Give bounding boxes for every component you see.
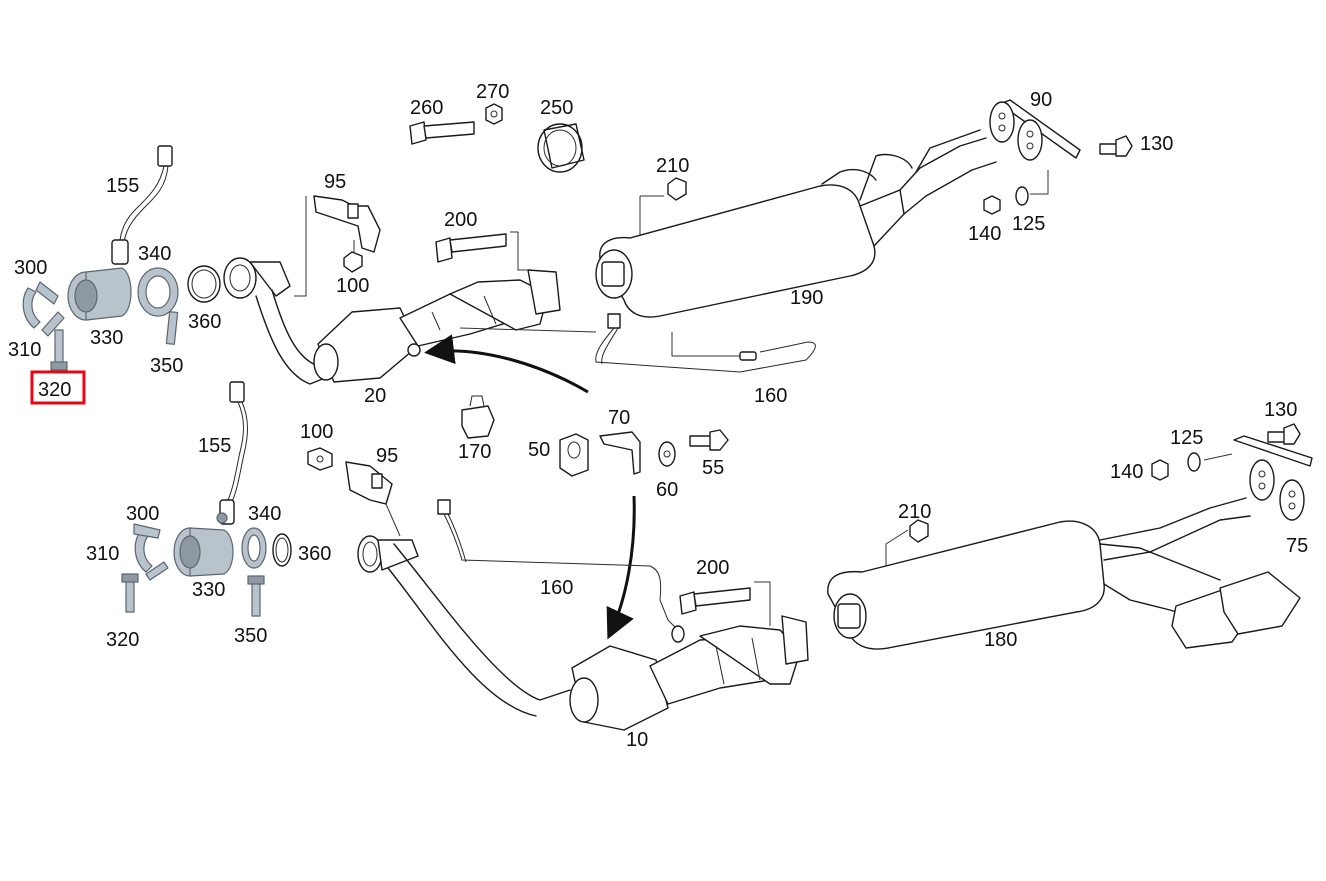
clamp-300-bottom[interactable] xyxy=(133,523,169,581)
label-330-top[interactable]: 330 xyxy=(90,327,123,349)
washer-60[interactable] xyxy=(658,441,676,467)
label-350-top[interactable]: 350 xyxy=(150,355,183,377)
hanger-90-top[interactable] xyxy=(989,99,1081,161)
label-340-top[interactable]: 340 xyxy=(138,243,171,265)
nut-270[interactable] xyxy=(485,103,503,125)
label-125-bottom[interactable]: 125 xyxy=(1170,427,1203,449)
label-310-bottom[interactable]: 310 xyxy=(86,543,119,565)
bracket-70[interactable] xyxy=(599,431,641,475)
sensor-cable-160-top[interactable] xyxy=(459,313,816,373)
muffler-180[interactable] xyxy=(827,497,1301,650)
arrow-top xyxy=(424,334,589,394)
label-210-bottom[interactable]: 210 xyxy=(898,501,931,523)
label-75[interactable]: 75 xyxy=(1286,535,1308,557)
hanger-75[interactable] xyxy=(1233,435,1313,521)
gasket-360-bottom[interactable] xyxy=(272,533,292,567)
catalytic-converter-20[interactable] xyxy=(223,257,561,385)
label-130-bottom[interactable]: 130 xyxy=(1264,399,1297,421)
rubber-mount-50[interactable] xyxy=(559,433,589,477)
label-170[interactable]: 170 xyxy=(458,441,491,463)
label-10[interactable]: 10 xyxy=(626,729,648,751)
label-210-top[interactable]: 210 xyxy=(656,155,689,177)
label-90[interactable]: 90 xyxy=(1030,89,1052,111)
label-160-top[interactable]: 160 xyxy=(754,385,787,407)
label-320-bottom[interactable]: 320 xyxy=(106,629,139,651)
bolt-55[interactable] xyxy=(689,429,729,451)
bolt-200-bottom[interactable] xyxy=(679,581,771,626)
washer-125-top[interactable] xyxy=(1015,170,1049,206)
label-95-top[interactable]: 95 xyxy=(324,171,346,193)
oxygen-sensor-155-top[interactable] xyxy=(111,145,173,265)
label-320-top[interactable]: 320 xyxy=(38,379,71,401)
nut-140-bottom[interactable] xyxy=(1151,459,1169,481)
bracket-95-bottom[interactable] xyxy=(345,461,401,537)
label-330-bottom[interactable]: 330 xyxy=(192,579,225,601)
label-360-top[interactable]: 360 xyxy=(188,311,221,333)
label-260[interactable]: 260 xyxy=(410,97,443,119)
clamp-300-top[interactable] xyxy=(22,281,65,337)
label-60[interactable]: 60 xyxy=(656,479,678,501)
label-360-bottom[interactable]: 360 xyxy=(298,543,331,565)
muffler-190[interactable] xyxy=(595,129,997,318)
label-250[interactable]: 250 xyxy=(540,97,573,119)
label-270[interactable]: 270 xyxy=(476,81,509,103)
label-130-top[interactable]: 130 xyxy=(1140,133,1173,155)
bolt-320-bottom[interactable] xyxy=(121,573,139,613)
label-310-top[interactable]: 310 xyxy=(8,339,41,361)
pipe-connector-330-top[interactable] xyxy=(67,267,132,321)
bolt-200-top[interactable] xyxy=(435,231,528,271)
label-155-bottom[interactable]: 155 xyxy=(198,435,231,457)
rubber-cap-250[interactable] xyxy=(537,123,585,173)
bolt-320-top[interactable] xyxy=(50,329,68,371)
label-100-top[interactable]: 100 xyxy=(336,275,369,297)
nut-140-top[interactable] xyxy=(983,195,1001,215)
label-125-top[interactable]: 125 xyxy=(1012,213,1045,235)
label-50[interactable]: 50 xyxy=(528,439,550,461)
bracket-95-top[interactable] xyxy=(294,195,381,297)
clip-170[interactable] xyxy=(461,395,495,439)
bolt-130-bottom[interactable] xyxy=(1267,423,1301,445)
label-140-bottom[interactable]: 140 xyxy=(1110,461,1143,483)
label-300-top[interactable]: 300 xyxy=(14,257,47,279)
bolt-350-top[interactable] xyxy=(165,311,179,345)
label-70[interactable]: 70 xyxy=(608,407,630,429)
label-20[interactable]: 20 xyxy=(364,385,386,407)
label-340-bottom[interactable]: 340 xyxy=(248,503,281,525)
label-55[interactable]: 55 xyxy=(702,457,724,479)
label-180[interactable]: 180 xyxy=(984,629,1017,651)
label-350-bottom[interactable]: 350 xyxy=(234,625,267,647)
catalytic-converter-10[interactable] xyxy=(357,535,809,731)
label-200-top[interactable]: 200 xyxy=(444,209,477,231)
pipe-connector-330-bottom[interactable] xyxy=(173,512,234,577)
bolt-260[interactable] xyxy=(409,121,475,145)
label-100-bottom[interactable]: 100 xyxy=(300,421,333,443)
gasket-360-top[interactable] xyxy=(187,265,221,303)
clamp-ring-340-bottom[interactable] xyxy=(241,527,267,569)
label-300-bottom[interactable]: 300 xyxy=(126,503,159,525)
nut-100-bottom[interactable] xyxy=(307,447,333,471)
highlight-box-320 xyxy=(30,370,86,405)
sensor-cable-160-bottom[interactable] xyxy=(437,499,685,643)
part-number-labels: 260 270 250 210 90 130 140 125 155 95 20… xyxy=(8,81,1308,751)
label-95-bottom[interactable]: 95 xyxy=(376,445,398,467)
bolt-350-bottom[interactable] xyxy=(247,575,265,617)
label-200-bottom[interactable]: 200 xyxy=(696,557,729,579)
nut-100-top[interactable] xyxy=(343,240,363,273)
arrow-bottom xyxy=(606,495,636,640)
label-190[interactable]: 190 xyxy=(790,287,823,309)
label-155-top[interactable]: 155 xyxy=(106,175,139,197)
label-160-bottom[interactable]: 160 xyxy=(540,577,573,599)
label-140-top[interactable]: 140 xyxy=(968,223,1001,245)
washer-125-bottom[interactable] xyxy=(1187,452,1233,472)
clamp-ring-340-top[interactable] xyxy=(137,267,179,317)
bolt-130-top[interactable] xyxy=(1099,135,1133,157)
